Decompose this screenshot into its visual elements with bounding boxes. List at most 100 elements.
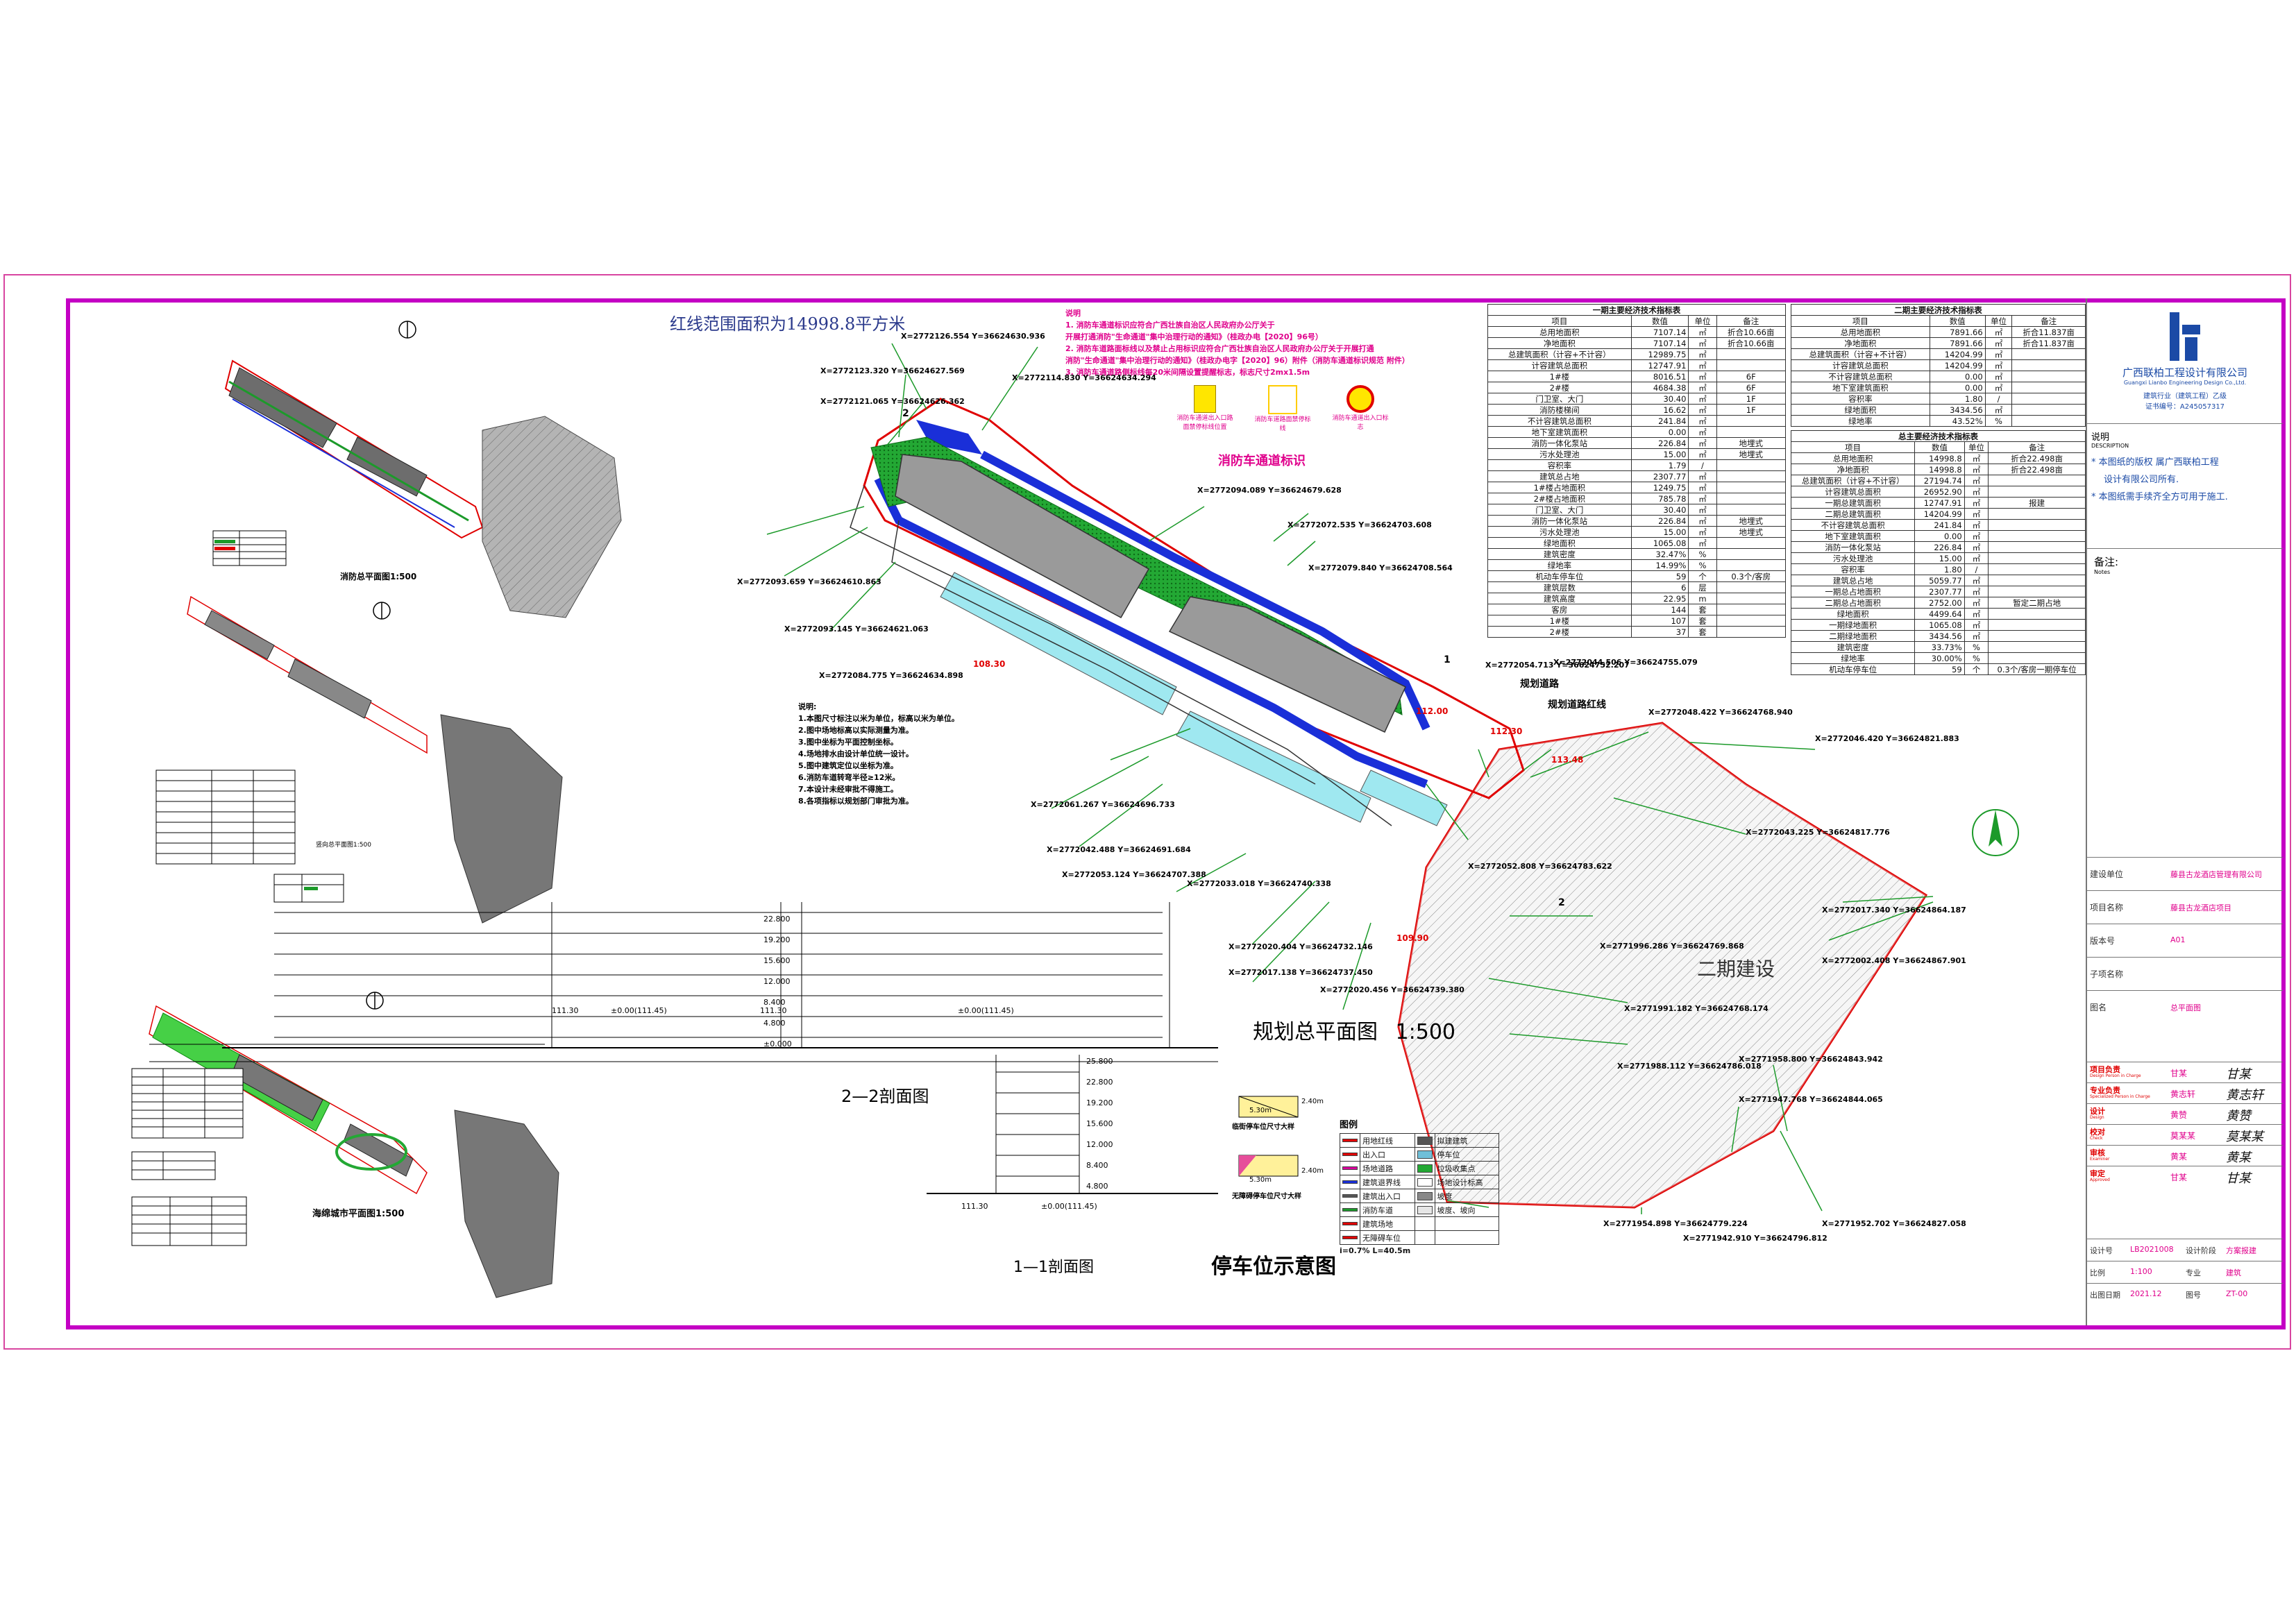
plan-a-building-2 [346,436,428,497]
section-1-1-drawing [927,1055,1218,1194]
parking-row-3 [1360,770,1448,826]
total-cell: % [1964,652,1989,664]
total-header-cell: 数值 [1914,441,1965,453]
total-cell: ㎡ [1964,475,1989,486]
phase1-cell: ㎡ [1688,404,1717,416]
phase1-cell: 241.84 [1630,415,1689,427]
section-2-ground-mid: 111.30 [760,1006,787,1015]
coord-22: X=2772002.408 Y=36624867.901 [1822,956,1966,965]
phase1-cell: 门卫室、大门 [1487,393,1632,405]
section-2-title: 2—2剖面图 [841,1087,929,1106]
no-parking-icon [1347,385,1374,413]
phase1-cell [1716,426,1786,438]
legend-label: 消防车道 [1360,1203,1415,1217]
section-1-title: 1—1剖面图 [1013,1259,1094,1276]
total-cell: 4499.64 [1914,608,1965,620]
section-1-level-6: 8.400 [1086,1161,1108,1170]
total-cell: 二期总建筑面积 [1790,508,1916,520]
total-cell: 总建筑面积（计容+不计容） [1790,475,1916,486]
phase1-header-cell: 单位 [1688,315,1717,327]
elevation-marker-2: 112.00 [1416,706,1449,716]
fire-site-plan [212,321,622,618]
phase1-cell: 建筑总占地 [1487,470,1632,482]
legend-label: 无障碍车位 [1360,1230,1415,1245]
total-cell: ㎡ [1964,575,1989,586]
legend-row: 用地红线拟建建筑 [1340,1133,1500,1148]
legend-swatch [1340,1203,1360,1217]
phase2-cell: 14204.99 [1929,359,1986,371]
total-cell: 2307.77 [1914,586,1965,597]
total-cell: 14998.8 [1914,464,1965,475]
phase2-title: 二期主要经济技术指标表 [1791,304,2086,316]
phase1-cell: 107 [1630,615,1689,627]
phase1-cell [1716,626,1786,638]
elevation-marker-4: 109.90 [1396,933,1429,943]
total-cell: 241.84 [1914,519,1965,531]
legend-swatch [1414,1203,1435,1217]
total-cell: 净地面积 [1790,464,1916,475]
coord-15: X=2772043.225 Y=36624817.776 [1746,828,1890,837]
svg-text:1: 1 [1444,654,1451,665]
fire-sign-label-3: 消防车通道出入口标志 [1332,415,1389,431]
coord-20: X=2772052.808 Y=36624783.622 [1468,862,1612,871]
coord-3: X=2772123.320 Y=36624627.569 [820,366,965,375]
phase1-cell: / [1688,459,1717,471]
total-cell: ㎡ [1964,452,1989,464]
phase1-cell: 折合10.66亩 [1716,337,1786,349]
phase2-cell [2011,348,2086,360]
total-cell [1988,575,2086,586]
legend-swatch [1414,1189,1435,1203]
coord-25: X=2772020.456 Y=36624739.380 [1320,985,1464,994]
total-cell: % [1964,641,1989,653]
sheet-outer-frame [3,274,2291,1350]
role-label-en: Check [2090,1136,2103,1141]
total-cell: ㎡ [1964,619,1989,631]
phase1-cell: 22.95 [1630,593,1689,604]
total-cell: 建筑总占地 [1790,575,1916,586]
total-cell: 33.73% [1914,641,1965,653]
phase1-cell: 0.3个/客房 [1716,570,1786,582]
legend-swatch [1414,1175,1435,1189]
phase2-cell: 0.00 [1929,371,1986,382]
fire-lane-notes: 说明 1. 消防车通道标识应符合广西壮族自治区人民政府办公厅关于 开展打通消防"… [1065,307,1489,378]
title-bottom-cell: 方案报建 [2226,1246,2256,1255]
phase1-cell [1716,604,1786,615]
phase1-cell: 个 [1688,570,1717,582]
legend-swatch [1340,1216,1360,1231]
total-cell: ㎡ [1964,497,1989,509]
legend-label: 用地红线 [1360,1133,1415,1148]
section-2-level-3: 15.600 [763,956,791,965]
total-cell: 26952.90 [1914,486,1965,498]
role-name: 黄志轩 [2170,1089,2196,1099]
total-cell: 容积率 [1790,563,1916,575]
legend-row: 无障碍车位 [1340,1230,1500,1245]
main-notes-title: 说明: [798,702,817,711]
phase2-cell [2011,382,2086,393]
phase1-cell: 16.62 [1630,404,1689,416]
role-signature: 黄某 [2226,1150,2251,1165]
phase1-cell: 地下室建筑面积 [1487,426,1632,438]
role-name: 甘某 [2170,1069,2188,1078]
total-cell: 二期总占地面积 [1790,597,1916,609]
description-line-3: * 本图纸需手续齐全方可用于施工. [2091,492,2228,502]
description-label: 说明 [2091,432,2110,443]
phase2-cell [2011,393,2086,405]
fire-notes-heading: 说明 [1065,309,1081,318]
total-cell: 污水处理池 [1790,552,1916,564]
phase1-cell: 消防一体化泵站 [1487,515,1632,527]
total-cell: 226.84 [1914,541,1965,553]
phase1-cell: 套 [1688,615,1717,627]
coord-9: X=2772093.145 Y=36624621.063 [784,624,929,634]
total-cell: 2752.00 [1914,597,1965,609]
plan-b-table [155,770,296,865]
phase1-cell: 30.40 [1630,504,1689,516]
parking-space1-label: 临街停车位尺寸大样 [1232,1123,1294,1131]
